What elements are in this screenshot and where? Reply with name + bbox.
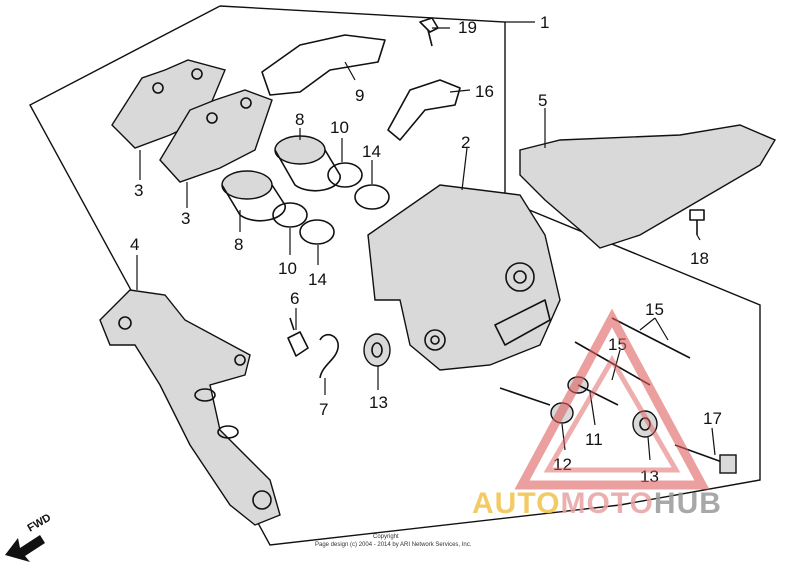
watermark-auto: AUTO	[472, 487, 560, 520]
callout-19: 19	[458, 18, 477, 37]
callout-10a: 10	[330, 118, 349, 137]
dust-seal-upper	[354, 184, 390, 210]
callout-8b: 8	[234, 235, 243, 254]
bolt-18	[689, 209, 705, 235]
pin-15-upper	[611, 317, 691, 359]
piston-seal-upper	[327, 162, 363, 188]
forward-arrow: FWD	[5, 512, 53, 562]
callout-11: 11	[585, 430, 603, 449]
callout-16: 16	[475, 82, 494, 101]
caliper-body	[367, 184, 561, 371]
clip-16	[387, 79, 461, 141]
bolt-19	[419, 17, 439, 47]
brake-pad-outer	[111, 59, 226, 149]
callout-14a: 14	[362, 142, 381, 161]
callout-7: 7	[319, 400, 328, 419]
svg-text:AUTOMOTOHUB: AUTOMOTOHUB	[472, 487, 722, 520]
piston-lower	[221, 170, 286, 222]
copyright-line-2: Page design (c) 2004 - 2014 by ARI Netwo…	[315, 542, 472, 548]
callout-6: 6	[290, 289, 299, 308]
piston-upper	[274, 135, 341, 192]
callout-8a: 8	[295, 110, 304, 129]
callout-3a: 3	[134, 181, 143, 200]
callout-9: 9	[355, 86, 364, 105]
bleeder-cap	[319, 333, 339, 379]
callout-18: 18	[690, 249, 709, 268]
callout-10b: 10	[278, 259, 297, 278]
watermark-moto: MOTO	[560, 487, 653, 520]
copyright-line-1: Copyright	[373, 534, 399, 540]
callout-15a: 15	[645, 300, 664, 319]
brake-pad-inner	[159, 89, 273, 183]
callout-13a: 13	[369, 393, 388, 412]
caliper-cover	[519, 124, 777, 249]
assembly-frame	[29, 5, 761, 546]
boot-13	[363, 333, 391, 367]
callout-3b: 3	[181, 209, 190, 228]
leader-lines	[136, 21, 716, 461]
caliper-bracket	[99, 289, 281, 526]
dust-seal-lower	[299, 219, 335, 245]
pad-spring	[261, 34, 386, 96]
piston-seal-lower	[272, 202, 308, 228]
callout-14b: 14	[308, 270, 327, 289]
bleeder-valve	[287, 317, 309, 357]
callout-1: 1	[540, 13, 549, 32]
callout-5: 5	[538, 91, 547, 110]
watermark-logo: AUTOMOTOHUB	[472, 308, 722, 520]
callout-2: 2	[461, 133, 470, 152]
watermark-hub: HUB	[654, 487, 722, 520]
callout-4: 4	[130, 235, 139, 254]
callout-17: 17	[703, 409, 722, 428]
svg-text:FWD: FWD	[26, 512, 54, 535]
